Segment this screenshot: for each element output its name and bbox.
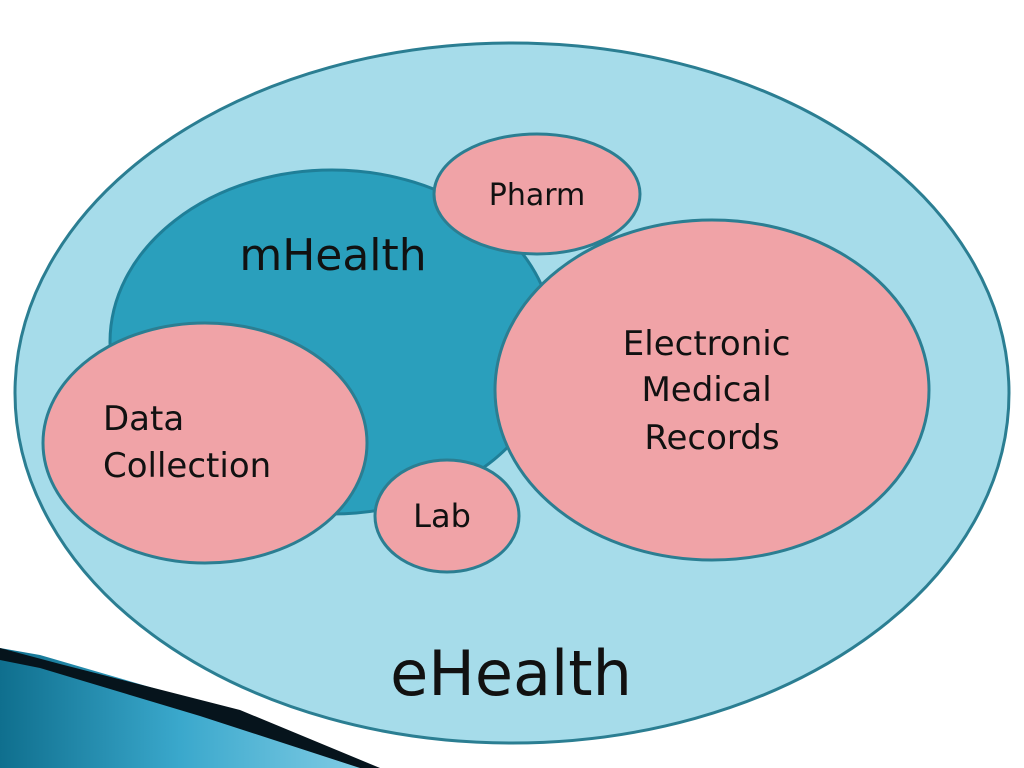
emr-label: Electronic Medical Records [623, 324, 801, 458]
data-collection-label-line-1: Data [103, 399, 184, 439]
pharm-label: Pharm [489, 178, 586, 213]
ehealth-label: eHealth [390, 637, 632, 710]
emr-label-line-2: Medical [641, 370, 771, 410]
data-collection-label-line-2: Collection [103, 446, 271, 486]
data-collection-node [41, 321, 369, 565]
emr-label-line-3: Records [644, 418, 779, 458]
emr-label-line-1: Electronic [623, 324, 791, 364]
decorative-swoosh [0, 648, 380, 768]
mhealth-label: mHealth [239, 230, 426, 281]
swoosh-dark-line [0, 648, 380, 768]
lab-node [373, 458, 521, 574]
lab-label: Lab [413, 497, 471, 535]
pharm-node [432, 132, 642, 256]
data-collection-label: Data Collection [103, 399, 271, 486]
emr-node [493, 218, 931, 562]
